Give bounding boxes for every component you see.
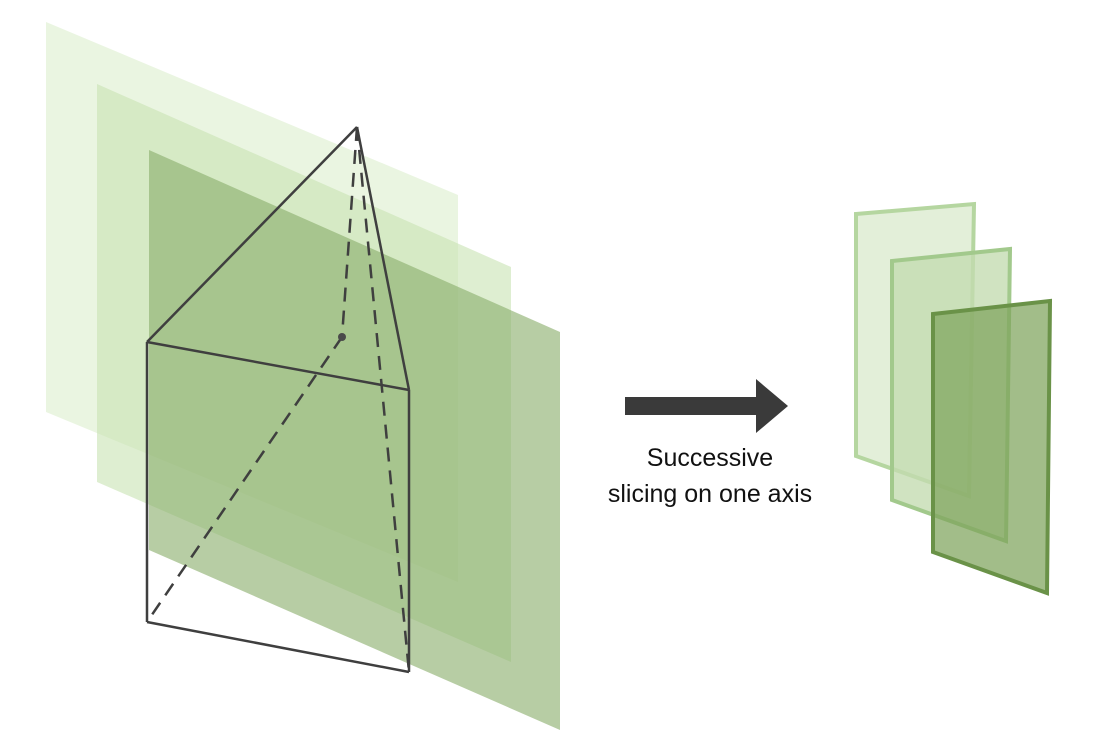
- center-point: [338, 333, 346, 341]
- hidden-edge-apex-center: [340, 126, 359, 338]
- slice-stack: [854, 201, 1053, 596]
- slicing-planes: [46, 22, 560, 730]
- caption: Successive slicing on one axis: [580, 440, 840, 512]
- edge-apex-left: [146, 126, 358, 343]
- wireframe-solid: [145, 126, 411, 674]
- edge-top-front: [146, 340, 410, 392]
- slice-3: [931, 298, 1053, 596]
- caption-line-2: slicing on one axis: [607, 480, 813, 508]
- edge-apex-right: [355, 126, 411, 391]
- hidden-edge-center-bottom-left: [145, 336, 344, 623]
- slicing-plane-front: [149, 150, 560, 730]
- edge-bottom-front: [146, 620, 410, 674]
- caption-line-1: Successive: [646, 444, 774, 472]
- right-arrow-icon: [625, 379, 788, 433]
